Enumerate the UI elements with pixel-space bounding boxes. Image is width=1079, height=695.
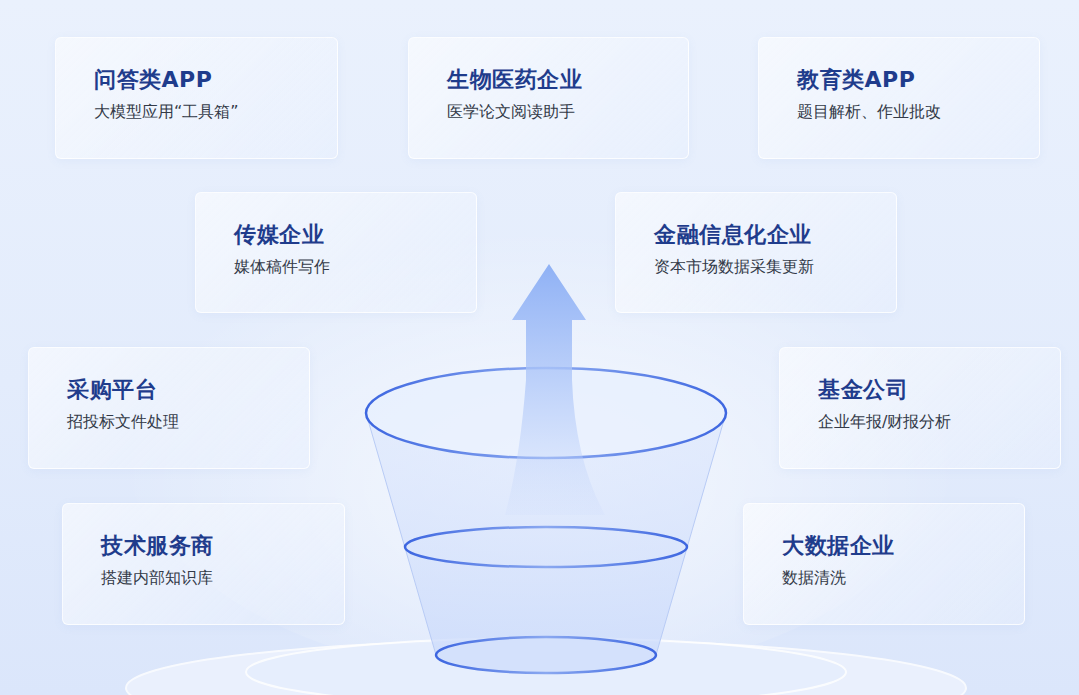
card-description: 医学论文阅读助手 (447, 100, 668, 124)
scenario-card: 生物医药企业医学论文阅读助手 (408, 37, 689, 159)
card-heading: 传媒企业 (234, 220, 456, 250)
scenario-card: 采购平台招投标文件处理 (28, 347, 310, 469)
card-heading: 问答类APP (94, 65, 317, 95)
card-heading: 教育类APP (797, 65, 1019, 95)
card-description: 企业年报/财报分析 (818, 410, 1040, 434)
card-heading: 生物医药企业 (447, 65, 668, 95)
base-platform (246, 638, 846, 695)
card-heading: 采购平台 (67, 375, 289, 405)
scenario-card: 教育类APP 题目解析、作业批改 (758, 37, 1040, 159)
scenario-card: 基金公司企业年报/财报分析 (779, 347, 1061, 469)
card-description: 搭建内部知识库 (101, 566, 324, 590)
scenario-card: 金融信息化企业资本市场数据采集更新 (615, 192, 897, 313)
funnel-ring (405, 527, 687, 567)
funnel-bottom (436, 637, 656, 673)
card-description: 题目解析、作业批改 (797, 100, 1019, 124)
card-description: 媒体稿件写作 (234, 255, 456, 279)
scenario-card: 问答类APP 大模型应用“工具箱” (55, 37, 338, 159)
scenario-card: 传媒企业媒体稿件写作 (195, 192, 477, 313)
card-heading: 技术服务商 (101, 531, 324, 561)
card-heading: 基金公司 (818, 375, 1040, 405)
card-description: 大模型应用“工具箱” (94, 100, 317, 124)
card-description: 数据清洗 (782, 566, 1004, 590)
up-arrow (505, 264, 605, 515)
scenario-card: 技术服务商搭建内部知识库 (62, 503, 345, 625)
card-description: 招投标文件处理 (67, 410, 289, 434)
card-heading: 金融信息化企业 (654, 220, 876, 250)
card-heading: 大数据企业 (782, 531, 1004, 561)
scenario-card: 大数据企业数据清洗 (743, 503, 1025, 625)
card-description: 资本市场数据采集更新 (654, 255, 876, 279)
